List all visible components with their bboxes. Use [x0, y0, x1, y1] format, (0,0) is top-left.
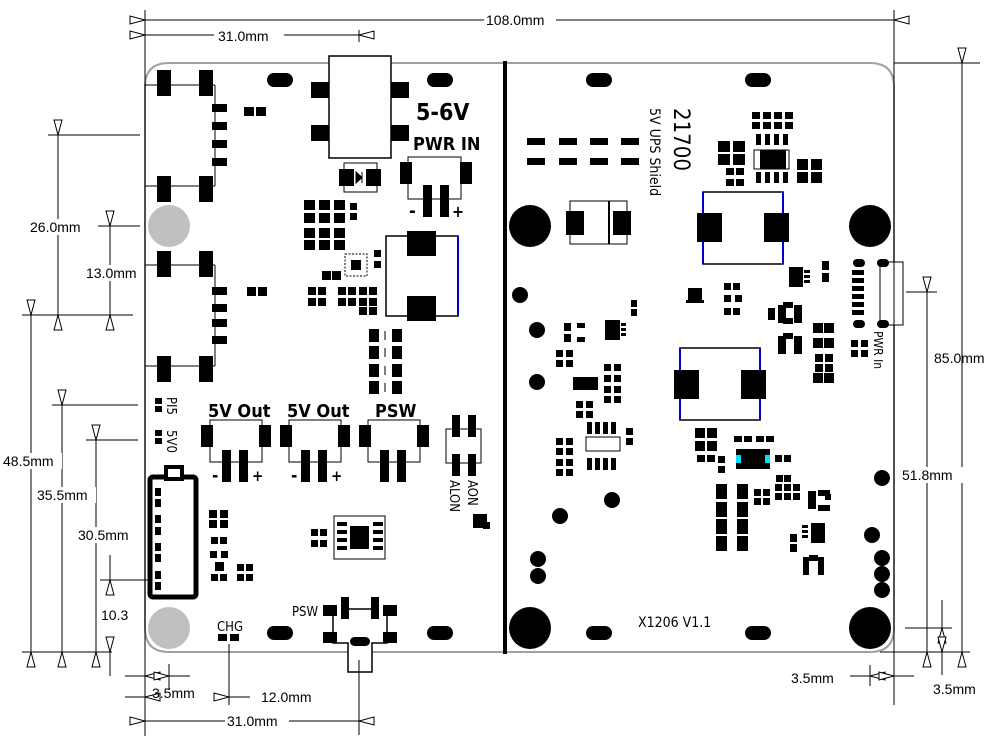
passive-array [304, 200, 381, 315]
inductor-top-right [697, 191, 789, 265]
slot-holes [267, 73, 771, 640]
minus-sign: - [212, 466, 218, 486]
plus-sign: + [252, 467, 263, 485]
usb-pwr-in-label: PWR In [871, 331, 885, 369]
top-switch [311, 55, 409, 159]
5v0-label: 5V0 [163, 430, 178, 453]
pi5-label: PI5 [163, 397, 178, 415]
battery-hole [509, 607, 551, 649]
crystal [585, 436, 621, 452]
battery-connector [147, 465, 199, 600]
chg-label: CHG [217, 620, 243, 635]
inductor-left [385, 231, 459, 321]
dim-total-height: 85.0mm [934, 350, 985, 366]
dim-left-35-5: 35.5mm [37, 487, 88, 503]
dimension-labels: 108.0mm 31.0mm 85.0mm 51.8mm 26.0mm 13.0… [2, 12, 1000, 729]
led-pi5 [155, 398, 162, 404]
psw-button-label: PSW [292, 605, 318, 620]
dim-left-26: 26.0mm [30, 219, 81, 235]
plus-sign: + [452, 202, 464, 221]
aon-label: AON [464, 480, 479, 506]
dim-top-offset: 31.0mm [218, 28, 269, 44]
dim-usb-height: 51.8mm [902, 467, 953, 483]
led-5v0 [155, 430, 162, 436]
power-in-connector [400, 156, 472, 217]
minus-sign: - [409, 201, 416, 222]
inductor-middle [674, 347, 766, 421]
fuse [753, 149, 790, 170]
dim-left-13: 13.0mm [86, 265, 137, 281]
psw-header-connector [359, 419, 429, 482]
dim-total-width: 108.0mm [486, 12, 544, 28]
diode [339, 162, 381, 193]
slot-hole [427, 73, 453, 87]
dim-left-10-3: 10.3 [101, 607, 128, 623]
battery-hole [509, 205, 551, 247]
out2-label: 5V Out [287, 401, 350, 422]
schottky-diode [566, 200, 631, 245]
battery-hole [849, 607, 891, 649]
dim-bottom-left-hole: 3.5mm [152, 685, 195, 701]
dim-bottom-right-hole-y: 3.5mm [933, 681, 976, 697]
slot-hole [745, 626, 771, 640]
qfn-chip [344, 253, 368, 277]
out2-connector [280, 419, 350, 482]
out1-connector [201, 419, 271, 482]
dim-left-30-5: 30.5mm [78, 527, 129, 543]
slot-hole [745, 73, 771, 87]
capacitor-column [369, 329, 402, 394]
minus-sign: - [291, 466, 297, 486]
battery-hole [849, 205, 891, 247]
mount-hole-top-left [148, 205, 190, 247]
dim-left-48-5: 48.5mm [3, 453, 54, 469]
slot-hole [586, 73, 612, 87]
dim-bottom-right-hole-x: 3.5mm [791, 670, 834, 686]
battery-holes [509, 205, 891, 649]
dim-bottom-chg: 12.0mm [261, 689, 312, 705]
plus-sign: + [331, 467, 342, 485]
usb-power-in-connector[interactable] [852, 259, 904, 328]
aon-alon-jumper [445, 415, 482, 476]
psw-push-button[interactable] [323, 597, 397, 673]
power-in-label: PWR IN [413, 134, 480, 155]
board-subtitle: 5V UPS Shield [646, 108, 662, 196]
usb-connector-top [145, 70, 227, 202]
slot-hole [267, 626, 293, 640]
mount-hole-bottom-left [148, 607, 190, 649]
chg-led [218, 634, 239, 641]
status-led-ic [736, 449, 770, 469]
board-name: 21700 [668, 108, 693, 171]
power-in-voltage-label: 5-6V [416, 100, 469, 126]
soic-chip [333, 515, 386, 560]
slot-hole [586, 626, 612, 640]
slot-hole [427, 626, 453, 640]
out1-label: 5V Out [208, 401, 271, 422]
psw-header-label: PSW [375, 401, 417, 422]
board-version: X1206 V1.1 [638, 615, 711, 631]
slot-hole [267, 73, 293, 87]
usb-connector-bottom [145, 251, 227, 382]
alon-label: ALON [446, 480, 461, 512]
dim-bottom-psw: 31.0mm [227, 713, 278, 729]
